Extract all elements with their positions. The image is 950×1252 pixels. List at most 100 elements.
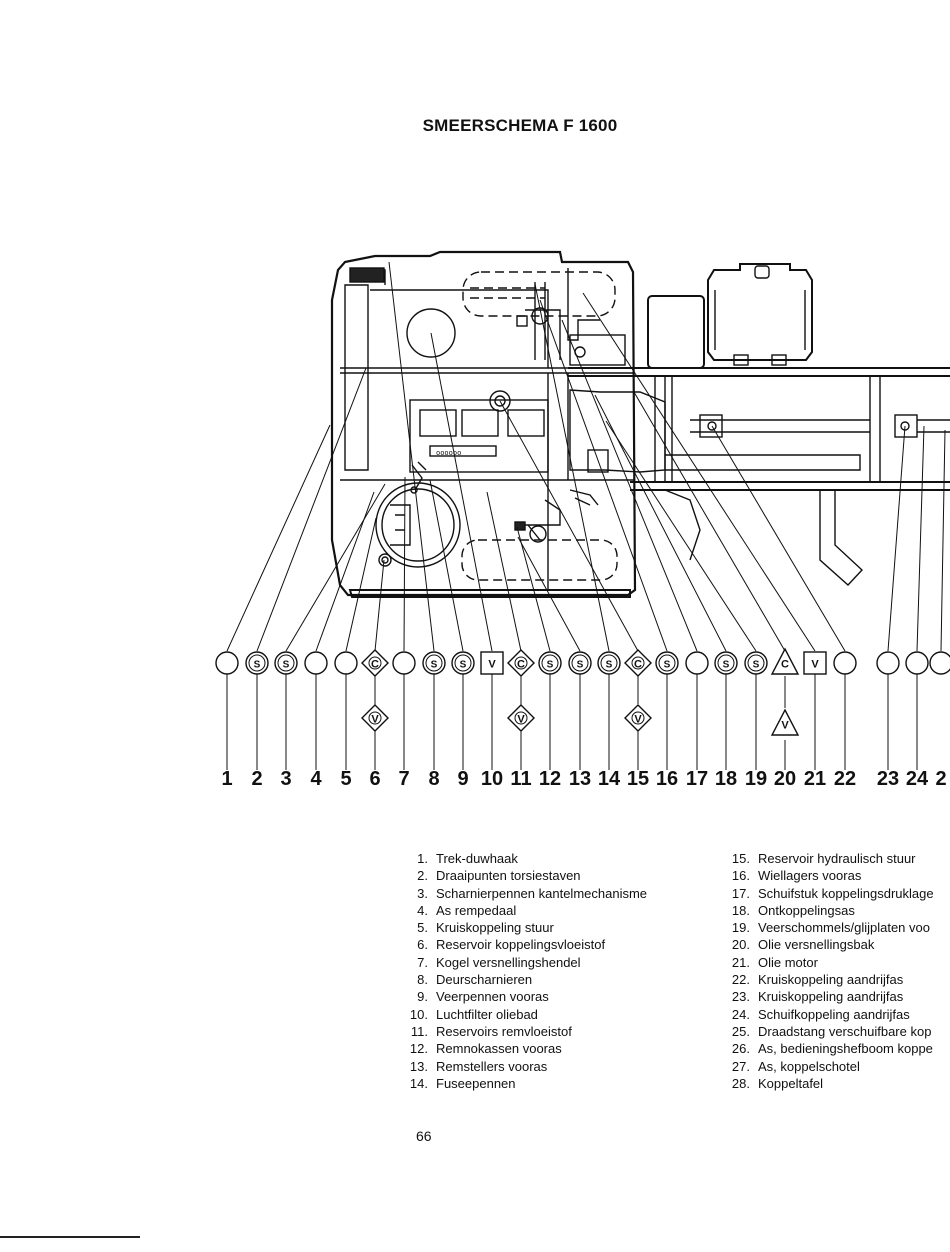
legend-item: 4.As rempedaal [400, 902, 700, 919]
legend-item: 28.Koppeltafel [720, 1075, 950, 1092]
callout-number-11: 11 [510, 768, 531, 790]
svg-text:V: V [488, 659, 496, 671]
legend-item-number: 3. [417, 885, 428, 901]
callout-number-10: 10 [481, 768, 503, 790]
svg-text:C: C [371, 659, 379, 671]
svg-text:S: S [283, 660, 290, 671]
symbol-c-11: C [507, 649, 535, 677]
legend-item: 15.Reservoir hydraulisch stuur [720, 850, 950, 867]
svg-text:V: V [781, 720, 789, 732]
legend-item-text: Kruiskoppeling aandrijfas [758, 989, 904, 1005]
svg-text:S: S [460, 660, 467, 671]
symbol-c-15: C [624, 649, 652, 677]
legend-item-number: 7. [417, 954, 428, 970]
svg-text:S: S [723, 660, 730, 671]
legend-item-number: 24. [731, 1006, 750, 1022]
legend-item-text: Schuifkoppeling aandrijfas [758, 1006, 910, 1022]
callout-number-25: 2 [935, 768, 946, 790]
legend-item: 21.Olie motor [720, 954, 950, 971]
secondary-symbol-v-11: V [507, 704, 535, 732]
legend-item: 9.Veerpennen vooras [400, 988, 700, 1005]
legend-item-text: Schuifstuk koppelingsdruklage [758, 885, 934, 901]
legend-item-number: 16. [731, 868, 750, 884]
symbol-circle-22 [833, 651, 857, 675]
legend-item-text: Deurscharnieren [436, 972, 533, 988]
legend-item-text: Koppeltafel [758, 1075, 824, 1091]
legend-item-text: Ontkoppelingsas [758, 902, 855, 918]
callout-number-20: 20 [774, 768, 796, 790]
scan-mark-line [0, 1236, 140, 1238]
legend-item-text: Reservoirs remvloeistof [436, 1023, 572, 1039]
callout-number-9: 9 [457, 768, 468, 790]
legend-item: 19. Veerschommels/glijplaten voo [720, 919, 950, 936]
legend-item-number: 19. [731, 920, 750, 936]
symbol-v-10: V [480, 651, 504, 675]
legend-item: 8.Deurscharnieren [400, 971, 700, 988]
legend-item-number: 23. [731, 989, 750, 1005]
legend-item: 25.Draadstang verschuifbare kop [720, 1023, 950, 1040]
legend-item-number: 4. [417, 902, 428, 918]
legend-item-text: As, koppelschotel [758, 1058, 860, 1074]
legend-item: 3.Scharnierpennen kantelmechanisme [400, 885, 700, 902]
legend-item-number: 22. [731, 972, 750, 988]
legend-item-number: 17. [731, 885, 750, 901]
fuel-tank [707, 263, 813, 361]
symbol-s-2: S [245, 651, 269, 675]
legend-item-number: 5. [417, 920, 428, 936]
legend-item-text: Veerschommels/glijplaten voo [758, 920, 930, 936]
legend-item-text: Veerpennen vooras [436, 989, 549, 1005]
legend-item-text: Olie versnellingsbak [758, 937, 875, 953]
callout-number-13: 13 [569, 768, 591, 790]
svg-text:S: S [431, 660, 438, 671]
legend-item-number: 15. [731, 851, 750, 866]
legend-item-number: 21. [731, 954, 750, 970]
svg-text:V: V [517, 714, 525, 726]
callout-number-19: 19 [745, 768, 767, 790]
legend-item: 14.Fuseepennen [400, 1075, 700, 1092]
legend-item: 7.Kogel versnellingshendel [400, 954, 700, 971]
legend-item-text: Kruiskoppeling aandrijfas [758, 972, 904, 988]
drive-shaft [690, 419, 870, 433]
frame-rail-upper [568, 367, 950, 377]
gearbox [569, 389, 666, 473]
page-title: SMEERSCHEMA F 1600 [422, 116, 618, 135]
left-mirror [349, 267, 385, 283]
legend-item-number: 13. [409, 1058, 428, 1074]
callout-number-8: 8 [428, 768, 439, 790]
callout-number-15: 15 [627, 768, 649, 790]
secondary-symbol-v-20: V [770, 708, 800, 736]
callout-number-23: 23 [877, 768, 899, 790]
callout-number-17: 17 [686, 768, 708, 790]
secondary-symbol-v-6: V [361, 704, 389, 732]
symbol-c-20: C [770, 647, 800, 675]
legend-item-number: 2. [417, 868, 428, 884]
panel-label: oooooo [436, 449, 461, 457]
legend-item-number: 12. [409, 1041, 428, 1057]
indicator-panel [429, 445, 497, 457]
number-stems [226, 674, 918, 770]
leader-lines [226, 261, 946, 770]
legend-item-number: 1. [417, 851, 428, 866]
svg-text:S: S [664, 660, 671, 671]
symbol-s-9: S [451, 651, 475, 675]
callout-number-21: 21 [804, 768, 826, 790]
legend-item-text: Reservoir koppelingsvloeistof [436, 937, 606, 953]
callout-number-14: 14 [598, 768, 621, 790]
windshield-frame [370, 289, 549, 368]
cab-outline [330, 250, 637, 597]
legend-item: 11.Reservoirs remvloeistof [400, 1023, 700, 1040]
symbol-circle-5 [334, 651, 358, 675]
callout-number-16: 16 [656, 768, 678, 790]
truck-cab-drawing: oooooo [330, 250, 637, 598]
legend-item-text: Remnokassen vooras [436, 1041, 562, 1057]
legend-item: 22. Kruiskoppeling aandrijfas [720, 971, 950, 988]
exhaust-pipe [665, 454, 861, 471]
legend-item-number: 14. [409, 1075, 428, 1091]
legend-item-number: 10. [409, 1006, 428, 1022]
page-number: 66 [416, 1128, 432, 1144]
svg-text:C: C [634, 659, 642, 671]
